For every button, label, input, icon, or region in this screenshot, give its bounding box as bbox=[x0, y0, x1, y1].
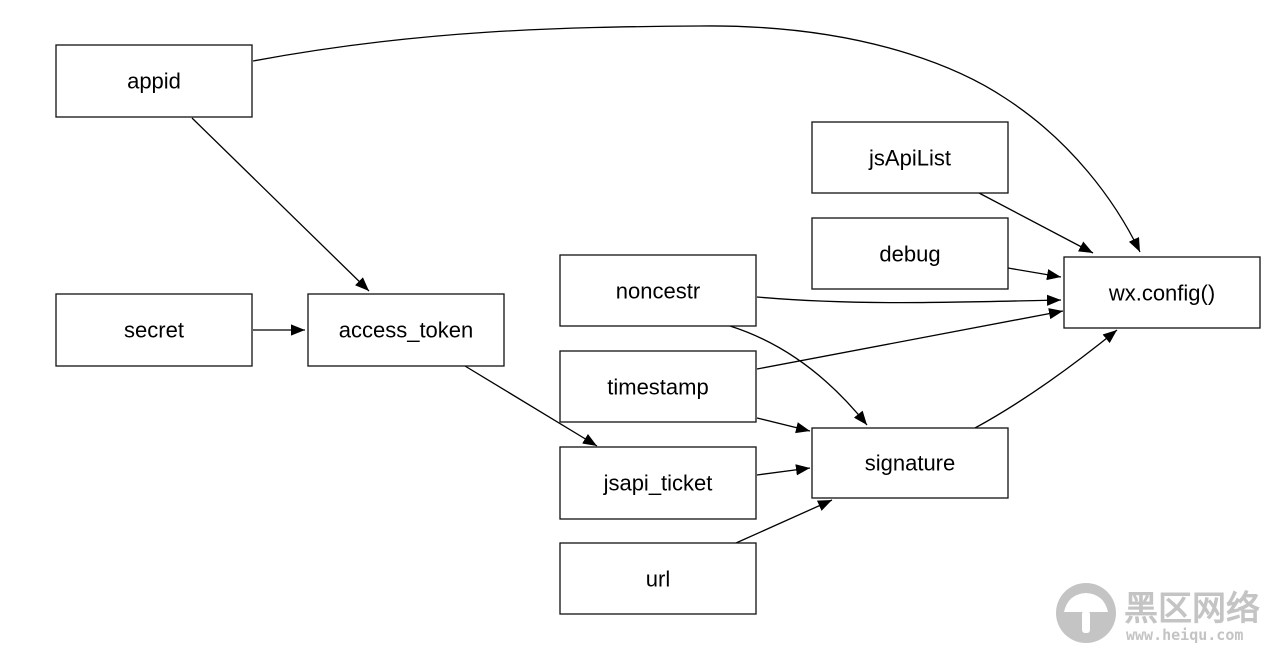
watermark-url: www.heiqu.com bbox=[1126, 626, 1243, 644]
edge-timestamp-to-wx-config bbox=[756, 308, 1064, 370]
node-wx-config-label: wx.config() bbox=[1108, 281, 1215, 306]
node-wx-config: wx.config() bbox=[1063, 256, 1261, 329]
node-jsapilist-label: jsApiList bbox=[868, 146, 951, 171]
node-url-label: url bbox=[646, 567, 670, 592]
edge-url-to-signature bbox=[735, 499, 833, 544]
node-access-token: access_token bbox=[307, 293, 505, 367]
edge-timestamp-to-signature bbox=[756, 417, 811, 434]
edge-appid-to-wx-config bbox=[252, 25, 1141, 253]
node-secret: secret bbox=[55, 293, 253, 367]
node-appid: appid bbox=[55, 44, 253, 118]
watermark-title: 黑区网络 bbox=[1124, 589, 1260, 629]
edge-signature-to-wx-config bbox=[974, 329, 1118, 429]
node-timestamp-label: timestamp bbox=[607, 375, 708, 400]
edge-jsapi-ticket-to-signature bbox=[756, 464, 811, 476]
edge-appid-to-access-token bbox=[191, 117, 370, 292]
node-jsapi-ticket: jsapi_ticket bbox=[559, 446, 757, 520]
node-signature-label: signature bbox=[865, 451, 956, 476]
node-access-token-label: access_token bbox=[339, 318, 474, 343]
node-jsapilist: jsApiList bbox=[811, 121, 1009, 194]
node-debug: debug bbox=[811, 217, 1009, 290]
edge-access-token-to-jsapi-ticket bbox=[464, 365, 598, 447]
node-noncestr-label: noncestr bbox=[616, 279, 700, 304]
edges bbox=[191, 25, 1141, 544]
watermark: 黑区网络 www.heiqu.com bbox=[1056, 583, 1260, 644]
node-debug-label: debug bbox=[879, 242, 940, 267]
node-noncestr: noncestr bbox=[559, 254, 757, 327]
node-url: url bbox=[559, 542, 757, 615]
node-signature: signature bbox=[811, 427, 1009, 499]
edge-noncestr-to-signature bbox=[729, 325, 868, 426]
node-jsapi-ticket-label: jsapi_ticket bbox=[603, 471, 713, 496]
node-secret-label: secret bbox=[124, 318, 184, 343]
node-appid-label: appid bbox=[127, 69, 181, 94]
watermark-logo-icon bbox=[1056, 583, 1116, 643]
edge-jsapilist-to-wx-config bbox=[978, 192, 1094, 254]
edge-noncestr-to-wx-config bbox=[756, 294, 1062, 306]
node-timestamp: timestamp bbox=[559, 350, 757, 423]
edge-debug-to-wx-config bbox=[1007, 267, 1062, 281]
